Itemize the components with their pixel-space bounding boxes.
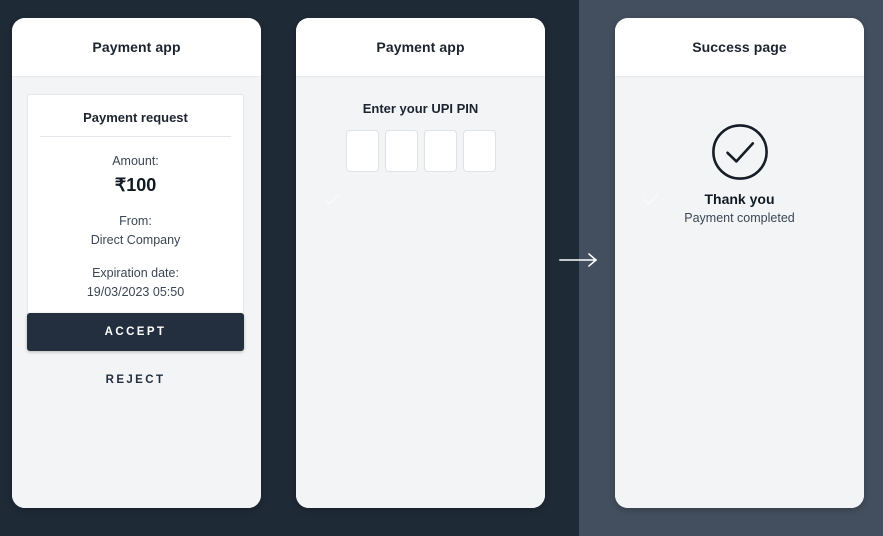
payment-request-card-title: Payment request [83,110,188,125]
phone3-header: Success page [615,18,864,77]
phone2-header: Payment app [296,18,545,77]
amount-value: ₹100 [114,175,157,195]
accept-button[interactable]: ACCEPT [27,313,244,351]
phone-screen-upi-pin: Payment app Enter your UPI PIN [296,18,545,508]
phone1-title: Payment app [92,39,181,55]
pin-prompt-label: Enter your UPI PIN [362,101,479,116]
right-arrow-icon [559,252,598,268]
pin-digit-1[interactable] [345,130,379,172]
phone1-body: Payment request Amount: ₹100 From: Direc… [12,77,261,508]
phone2-title: Payment app [376,39,465,55]
pin-digit-2[interactable] [384,130,418,172]
phone2-body: Enter your UPI PIN [296,77,545,508]
reject-button[interactable]: REJECT [27,365,244,395]
expiration-value: 19/03/2023 05:50 [86,285,185,299]
pin-input-row [296,130,545,172]
phone1-header: Payment app [12,18,261,77]
payment-completed-subtitle: Payment completed [684,211,795,225]
pin-digit-4[interactable] [462,130,496,172]
phone-screen-payment-request: Payment app Payment request Amount: ₹100… [12,18,261,508]
from-label: From: [119,214,152,228]
check-watermark-icon [324,193,340,205]
card-divider [40,136,231,137]
amount-label: Amount: [112,154,159,168]
from-value: Direct Company [90,233,181,247]
detail-spacer-2 [28,250,243,264]
payment-request-card: Payment request Amount: ₹100 From: Direc… [27,94,244,317]
expiration-label: Expiration date: [92,266,179,280]
phone-screen-success: Success page Thank you Payment completed [615,18,864,508]
thank-you-heading: Thank you [704,191,775,207]
circle-check-icon [711,124,768,180]
phone3-body: Thank you Payment completed [615,77,864,508]
detail-spacer-1 [28,198,243,212]
phone3-title: Success page [692,39,787,55]
payment-request-details: Amount: ₹100 From: Direct Company Expira… [28,137,243,302]
pin-digit-3[interactable] [423,130,457,172]
